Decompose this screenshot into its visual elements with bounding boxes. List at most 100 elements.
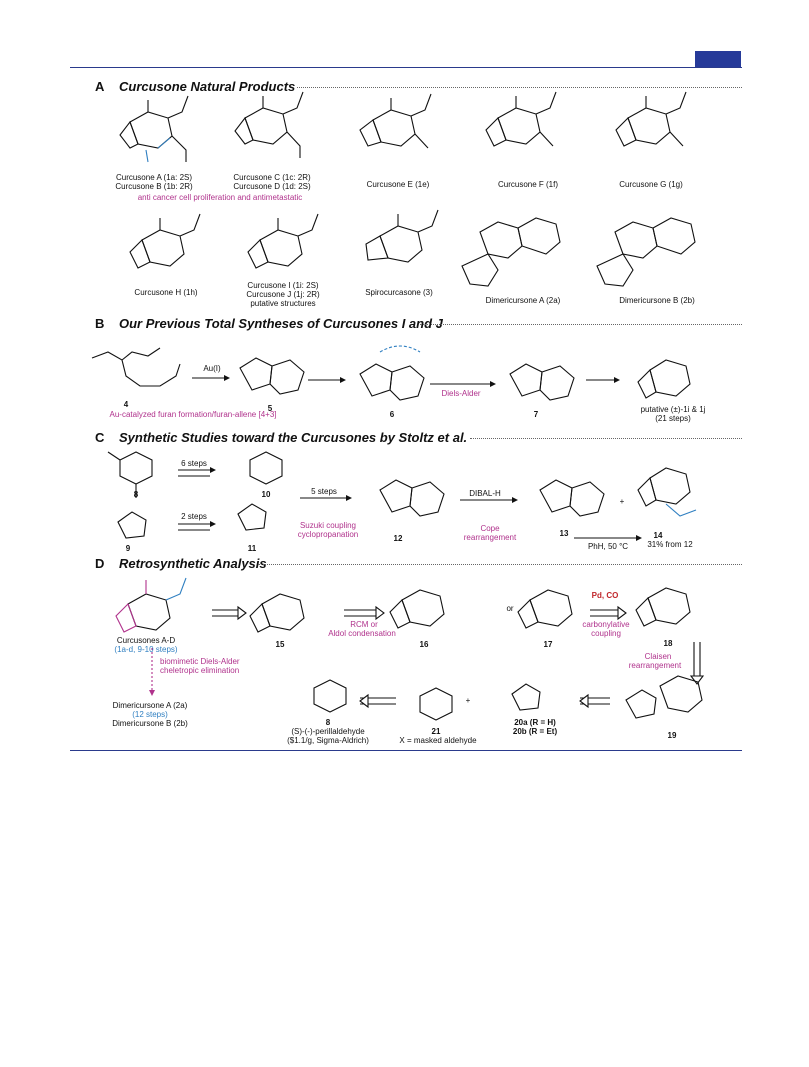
section-c-letter: C xyxy=(95,430,105,445)
section-b-letter: B xyxy=(95,316,105,331)
structure-d18 xyxy=(635,587,691,627)
label-masked-aldehyde: X = masked aldehyde xyxy=(399,736,477,745)
label-aldol: Aldol condensation xyxy=(328,629,396,638)
section-d-dots xyxy=(258,564,742,565)
label-curcusone-ij-1: Curcusone I (1i: 2S) xyxy=(247,281,319,290)
compound-c12: 12 xyxy=(393,534,403,543)
reagent-diels-alder: Diels-Alder xyxy=(441,389,481,398)
label-perillaldehyde: (S)-(-)-perillaldehyde xyxy=(291,727,365,736)
section-b-header: B Our Previous Total Syntheses of Curcus… xyxy=(95,316,443,331)
label-dim-a-d: Dimericursone A (2a) xyxy=(112,701,188,710)
structure-d17 xyxy=(517,589,573,629)
structure-b7 xyxy=(509,363,575,401)
label-curcusones-ad: Curcusones A-D xyxy=(116,636,176,645)
footer-rule xyxy=(70,750,742,751)
label-six-steps: 6 steps xyxy=(181,459,207,468)
structure-dimericursone-b xyxy=(596,217,696,287)
structure-d19 xyxy=(625,675,703,719)
label-plus-d: + xyxy=(465,696,471,705)
label-cheletropic: cheletropic elimination xyxy=(160,666,240,675)
compound-b4: 4 xyxy=(123,400,129,409)
label-rcm: RCM or xyxy=(350,620,378,629)
compound-d21: 21 xyxy=(431,727,441,736)
structure-d21 xyxy=(419,687,453,721)
label-curcusone-cd-1: Curcusone C (1c: 2R) xyxy=(233,173,311,182)
label-curcusone-ij-3: putative structures xyxy=(250,299,316,308)
structure-c8 xyxy=(107,451,153,498)
compound-d18: 18 xyxy=(663,639,673,648)
structure-d20 xyxy=(511,683,541,711)
structure-curcusone-e xyxy=(359,93,432,149)
label-curcusone-cd-2: Curcusone D (1d: 2S) xyxy=(233,182,311,191)
label-plus: + xyxy=(619,497,625,506)
label-curcusone-ab-1: Curcusone A (1a: 2S) xyxy=(115,173,193,182)
label-perillaldehyde-price: ($1.1/g, Sigma-Aldrich) xyxy=(287,736,369,745)
section-c-title: Synthetic Studies toward the Curcusones … xyxy=(119,430,468,445)
structure-d15 xyxy=(249,593,305,633)
label-activity: anti cancer cell proliferation and antim… xyxy=(137,193,303,202)
label-product-steps: (21 steps) xyxy=(655,414,691,423)
section-d-letter: D xyxy=(95,556,105,571)
section-a-header: A Curcusone Natural Products xyxy=(95,79,295,94)
label-five-steps: 5 steps xyxy=(311,487,337,496)
section-d-title: Retrosynthetic Analysis xyxy=(119,556,267,571)
compound-c8: 8 xyxy=(133,490,139,499)
compound-c14: 14 xyxy=(653,531,663,540)
label-cope: Cope xyxy=(480,524,500,533)
label-dimericursone-a: Dimericursone A (2a) xyxy=(485,296,561,305)
section-b-dots xyxy=(420,324,742,325)
compound-b6: 6 xyxy=(389,410,395,419)
compound-d19: 19 xyxy=(667,731,677,740)
compound-c9: 9 xyxy=(125,544,131,553)
structure-b4 xyxy=(91,347,181,387)
label-two-steps: 2 steps xyxy=(181,512,207,521)
compound-d20a: 20a (R = H) xyxy=(514,718,556,727)
structure-curcusone-h xyxy=(129,213,201,269)
compound-b7: 7 xyxy=(533,410,539,419)
label-coupling: coupling xyxy=(591,629,621,638)
label-cyclopropanation: cyclopropanation xyxy=(297,530,359,539)
reagent-au: Au(I) xyxy=(203,364,221,373)
label-curcusone-g: Curcusone G (1g) xyxy=(619,180,683,189)
section-d-header: D Retrosynthetic Analysis xyxy=(95,556,267,571)
structure-c11 xyxy=(237,503,267,531)
label-or: or xyxy=(506,604,514,613)
label-curcusone-ij-2: Curcusone J (1j: 2R) xyxy=(246,290,320,299)
compound-c10: 10 xyxy=(261,490,271,499)
header-rule xyxy=(70,67,742,68)
compound-d8: 8 xyxy=(325,718,331,727)
label-curcusone-h: Curcusone H (1h) xyxy=(134,288,198,297)
compound-c13: 13 xyxy=(559,529,569,538)
structure-b6 xyxy=(359,345,425,401)
structure-curcusone-g xyxy=(615,91,687,147)
compound-d20b: 20b (R = Et) xyxy=(512,727,558,736)
compound-d15: 15 xyxy=(275,640,285,649)
label-pd-co: Pd, CO xyxy=(591,591,619,600)
structure-curcusone-ab xyxy=(119,95,189,163)
structure-spirocurcasone xyxy=(365,209,439,263)
label-product-1ij: putative (±)-1i & 1j xyxy=(640,405,706,414)
label-spirocurcasone: Spirocurcasone (3) xyxy=(365,288,433,297)
label-curcusone-ab-2: Curcusone B (1b: 2R) xyxy=(115,182,193,191)
label-curcusone-e: Curcusone E (1e) xyxy=(366,180,430,189)
label-claisen: Claisen xyxy=(644,652,672,661)
label-conditions: PhH, 50 °C xyxy=(587,542,629,551)
structure-d16 xyxy=(389,589,445,629)
structure-c12 xyxy=(379,479,445,517)
label-dimericursone-b: Dimericursone B (2b) xyxy=(619,296,695,305)
section-a-title: Curcusone Natural Products xyxy=(119,79,296,94)
structure-curcusone-cd xyxy=(234,91,304,158)
structure-curcusone-ij xyxy=(247,213,319,269)
section-b-title: Our Previous Total Syntheses of Curcuson… xyxy=(119,316,443,331)
structure-b5 xyxy=(239,357,305,395)
compound-c11: 11 xyxy=(247,544,257,553)
structure-d-curcusone xyxy=(115,577,187,633)
label-curcusones-steps: (1a-d, 9-10 steps) xyxy=(114,645,178,654)
section-c-dots xyxy=(470,438,742,439)
structure-c14 xyxy=(637,467,697,517)
section-a-dots xyxy=(297,87,742,88)
compound-b5: 5 xyxy=(267,404,273,413)
label-curcusone-f: Curcusone F (1f) xyxy=(497,180,559,189)
